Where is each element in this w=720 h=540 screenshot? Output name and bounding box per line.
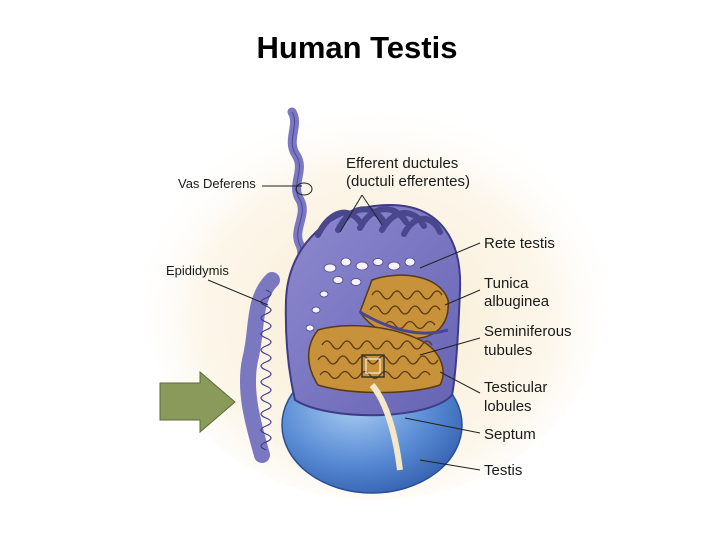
label-efferent-line2: (ductuli efferentes) [346,173,470,190]
label-seminiferous-line2: tubules [484,342,532,359]
label-lobules-line2: lobules [484,398,532,415]
label-tunica-line1: Tunica [484,275,529,292]
label-testis: Testis [484,462,522,479]
label-vas-deferens: Vas Deferens [178,176,256,191]
label-septum: Septum [484,426,536,443]
label-rete-testis: Rete testis [484,235,555,252]
label-seminiferous-line1: Seminiferous [484,323,572,340]
label-efferent-line1: Efferent ductules [346,155,458,172]
label-epididymis: Epididymis [166,263,229,278]
label-tunica-line2: albuginea [484,293,550,310]
label-lobules-line1: Testicular [484,379,547,396]
